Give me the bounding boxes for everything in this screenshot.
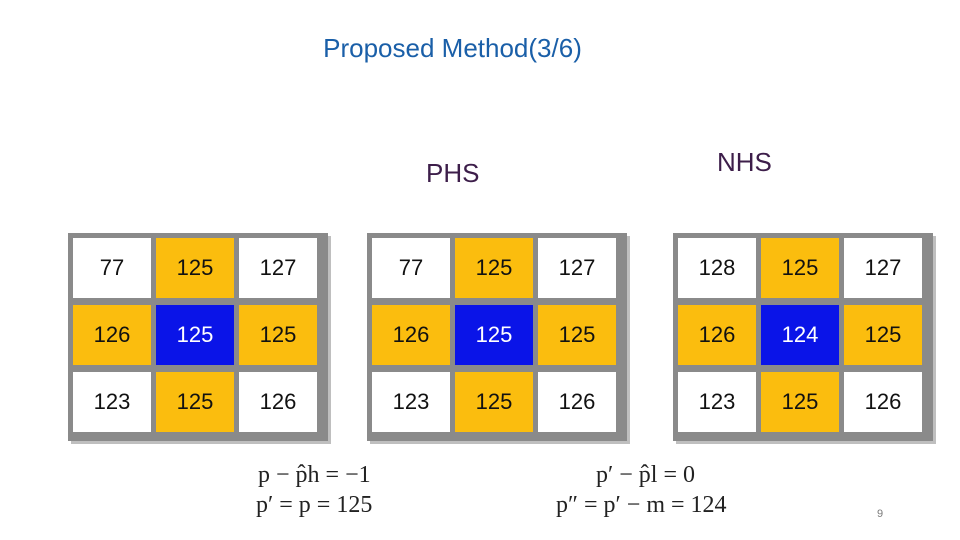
pixel-cell-nhs-r1c1: 124 <box>761 305 839 365</box>
pixel-cell-nhs-r1c0: 126 <box>678 305 756 365</box>
pixel-cell-original-r2c0: 123 <box>73 372 151 432</box>
formula-right-line2: p″ = p′ − m = 124 <box>556 492 727 518</box>
pixel-cell-original-r1c0: 126 <box>73 305 151 365</box>
pixel-cell-original-r0c2: 127 <box>239 238 317 298</box>
pixel-cell-nhs-r2c1: 125 <box>761 372 839 432</box>
pixel-cell-original-r2c2: 126 <box>239 372 317 432</box>
pixel-cell-nhs-r0c1: 125 <box>761 238 839 298</box>
formula-left-line1: p − p̂h = −1 <box>258 462 371 488</box>
formula-left-line2: p′ = p = 125 <box>256 492 373 518</box>
pixel-cell-nhs-r0c2: 127 <box>844 238 922 298</box>
pixel-cell-original-r1c2: 125 <box>239 305 317 365</box>
pixel-cell-original-r0c0: 77 <box>73 238 151 298</box>
pixel-cell-nhs-r1c2: 125 <box>844 305 922 365</box>
pixel-cell-phs-r0c0: 77 <box>372 238 450 298</box>
formula-right-line1: p′ − p̂l = 0 <box>596 462 695 488</box>
slide-title: Proposed Method(3/6) <box>323 33 582 63</box>
pixel-cell-original-r1c1: 125 <box>156 305 234 365</box>
pixel-cell-phs-r2c2: 126 <box>538 372 616 432</box>
pixel-cell-phs-r2c1: 125 <box>455 372 533 432</box>
pixel-cell-phs-r1c2: 125 <box>538 305 616 365</box>
pixel-cell-nhs-r2c2: 126 <box>844 372 922 432</box>
nhs-label: NHS <box>717 147 772 177</box>
pixel-cell-nhs-r0c0: 128 <box>678 238 756 298</box>
pixel-cell-phs-r0c1: 125 <box>455 238 533 298</box>
page-number: 9 <box>877 508 884 520</box>
pixel-cell-phs-r2c0: 123 <box>372 372 450 432</box>
pixel-cell-nhs-r2c0: 123 <box>678 372 756 432</box>
phs-label: PHS <box>426 158 480 188</box>
pixel-cell-phs-r1c0: 126 <box>372 305 450 365</box>
pixel-cell-phs-r1c1: 125 <box>455 305 533 365</box>
pixel-cell-original-r0c1: 125 <box>156 238 234 298</box>
pixel-cell-original-r2c1: 125 <box>156 372 234 432</box>
pixel-cell-phs-r0c2: 127 <box>538 238 616 298</box>
